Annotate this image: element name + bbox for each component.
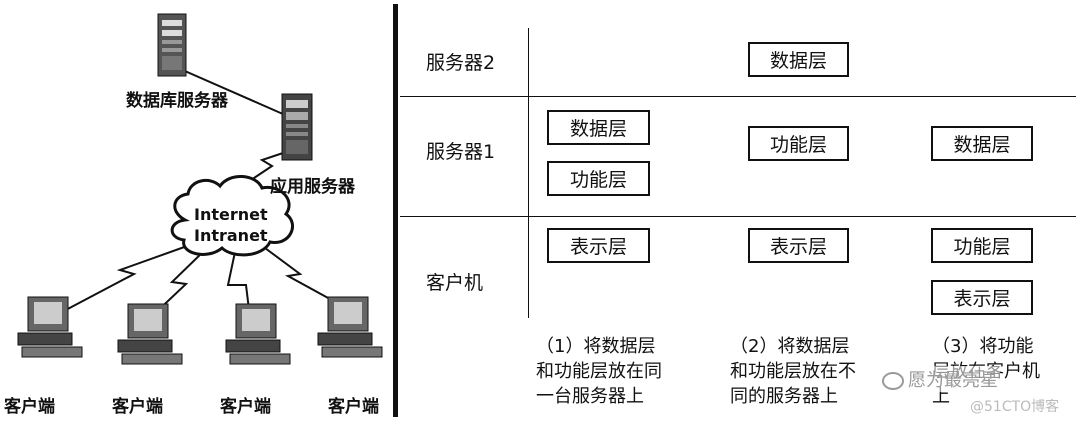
- data-layer-box: 数据层: [547, 110, 650, 145]
- application-server-icon: [282, 94, 312, 160]
- client-computer-icon: [118, 304, 182, 364]
- cloud-label-internet: Internet: [194, 205, 268, 224]
- row-label-server1: 服务器1: [426, 137, 495, 164]
- function-layer-box: 功能层: [748, 126, 849, 161]
- presentation-layer-box: 表示层: [748, 228, 849, 263]
- table-row-separator: [400, 216, 1076, 217]
- table-row-separator: [400, 96, 1076, 97]
- client-label: 客户端: [112, 392, 163, 417]
- client-label: 客户端: [4, 392, 55, 417]
- client-label: 客户端: [328, 392, 379, 417]
- client-computer-icon: [318, 297, 382, 357]
- app-server-label: 应用服务器: [270, 172, 355, 197]
- panel-divider: [393, 4, 398, 417]
- client-label: 客户端: [220, 392, 271, 417]
- cloud-to-client1-link: [62, 245, 190, 312]
- presentation-layer-box: 表示层: [931, 280, 1033, 315]
- caption-option-1: （1）将数据层 和功能层放在同 一台服务器上: [536, 334, 662, 409]
- watermark-name: 愿为最亮星: [880, 366, 1000, 392]
- row-label-client: 客户机: [426, 268, 483, 295]
- db-server-label: 数据库服务器: [126, 86, 228, 111]
- function-layer-box: 功能层: [547, 161, 650, 196]
- presentation-layer-box: 表示层: [547, 228, 650, 263]
- wechat-icon: [882, 372, 904, 390]
- watermark-site: @51CTO博客: [970, 396, 1059, 416]
- data-layer-box: 数据层: [748, 42, 849, 77]
- caption-option-2: （2）将数据层 和功能层放在不 同的服务器上: [730, 334, 856, 409]
- function-layer-box: 功能层: [931, 228, 1033, 263]
- database-server-icon: [158, 14, 186, 76]
- client-computer-icon: [226, 304, 290, 364]
- data-layer-box: 数据层: [931, 126, 1033, 161]
- cloud-label-intranet: Intranet: [194, 226, 268, 245]
- row-label-server2: 服务器2: [426, 48, 495, 75]
- table-vertical-line: [528, 28, 529, 318]
